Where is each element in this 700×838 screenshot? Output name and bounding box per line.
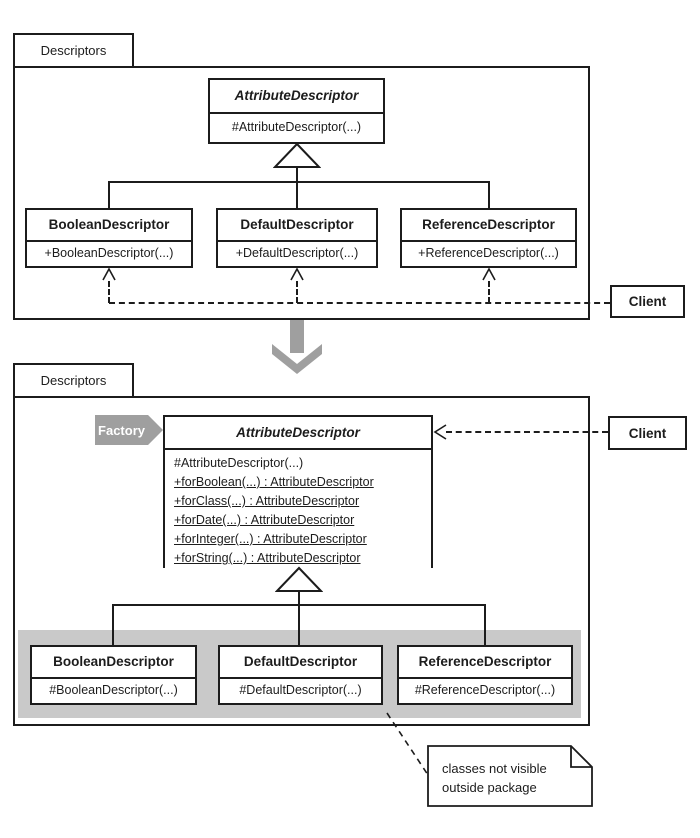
class-method-static: +forDate(...) : AttributeDescriptor [174, 513, 355, 527]
class-title: DefaultDescriptor [218, 210, 376, 242]
client-label: Client [628, 294, 667, 309]
class-booleandescriptor-bottom: BooleanDescriptor #BooleanDescriptor(...… [30, 645, 197, 705]
note-shape [427, 745, 593, 807]
class-attributedescriptor-top: AttributeDescriptor #AttributeDescriptor… [208, 78, 385, 144]
class-method-static: +forInteger(...) : AttributeDescriptor [174, 532, 367, 546]
client-box-top: Client [610, 285, 685, 318]
client-box-bottom: Client [608, 416, 687, 450]
inheritance-line-left [108, 181, 110, 208]
inheritance-line-center [298, 591, 300, 645]
class-method: +BooleanDescriptor(...) [44, 246, 174, 260]
class-method: +ReferenceDescriptor(...) [418, 246, 559, 260]
class-attributedescriptor-bottom: AttributeDescriptor #AttributeDescriptor… [163, 415, 433, 568]
inheritance-line-center [296, 167, 298, 209]
inheritance-line-right [484, 604, 486, 645]
class-method-static: +forClass(...) : AttributeDescriptor [174, 494, 360, 508]
inheritance-line-right [488, 181, 490, 208]
class-method-static: +forString(...) : AttributeDescriptor [174, 551, 361, 565]
package-tab-bottom: Descriptors [13, 363, 134, 398]
class-title: DefaultDescriptor [220, 647, 381, 679]
class-method: #DefaultDescriptor(...) [239, 683, 362, 697]
generalization-triangle-icon [275, 566, 323, 592]
class-title: AttributeDescriptor [165, 417, 431, 450]
note-text: classes not visible outside package [442, 759, 547, 797]
class-defaultdescriptor-bottom: DefaultDescriptor #DefaultDescriptor(...… [218, 645, 383, 705]
package-tab-top: Descriptors [13, 33, 134, 68]
class-referencedescriptor-bottom: ReferenceDescriptor #ReferenceDescriptor… [397, 645, 573, 705]
open-arrowhead-left-icon [433, 424, 447, 440]
class-title: ReferenceDescriptor [399, 647, 571, 679]
open-arrowhead-up-icon [290, 268, 304, 281]
inheritance-line-horizontal [108, 181, 490, 183]
class-defaultdescriptor-top: DefaultDescriptor +DefaultDescriptor(...… [216, 208, 378, 268]
inheritance-line-horizontal [112, 604, 486, 606]
class-method: #BooleanDescriptor(...) [49, 683, 178, 697]
class-referencedescriptor-top: ReferenceDescriptor +ReferenceDescriptor… [400, 208, 577, 268]
class-method: #AttributeDescriptor(...) [231, 120, 362, 134]
note-connector-line [386, 712, 431, 779]
class-title: ReferenceDescriptor [402, 210, 575, 242]
note-line: outside package [442, 780, 537, 795]
class-method: #ReferenceDescriptor(...) [414, 683, 556, 697]
factory-label: Factory [98, 422, 145, 438]
class-method-static: +forBoolean(...) : AttributeDescriptor [174, 475, 374, 489]
class-title: BooleanDescriptor [27, 210, 191, 242]
inheritance-line-left [112, 604, 114, 645]
generalization-triangle-icon [273, 142, 321, 168]
class-title: BooleanDescriptor [32, 647, 195, 679]
class-title: AttributeDescriptor [210, 80, 383, 114]
package-label-bottom: Descriptors [40, 373, 107, 388]
note-line: classes not visible [442, 761, 547, 776]
client-label: Client [628, 425, 667, 441]
class-method: #AttributeDescriptor(...) [174, 456, 304, 470]
dependency-branch-center [296, 281, 298, 303]
open-arrowhead-up-icon [102, 268, 116, 281]
class-booleandescriptor-top: BooleanDescriptor +BooleanDescriptor(...… [25, 208, 193, 268]
class-method: +DefaultDescriptor(...) [235, 246, 359, 260]
client-dependency-line-bottom [446, 431, 608, 433]
package-label-top: Descriptors [40, 43, 107, 58]
client-dependency-line [109, 302, 610, 304]
open-arrowhead-up-icon [482, 268, 496, 281]
dependency-branch-left [108, 281, 110, 303]
factory-annotation: Factory [95, 415, 163, 445]
dependency-branch-right [488, 281, 490, 303]
refactor-direction-arrow-icon [272, 320, 322, 374]
